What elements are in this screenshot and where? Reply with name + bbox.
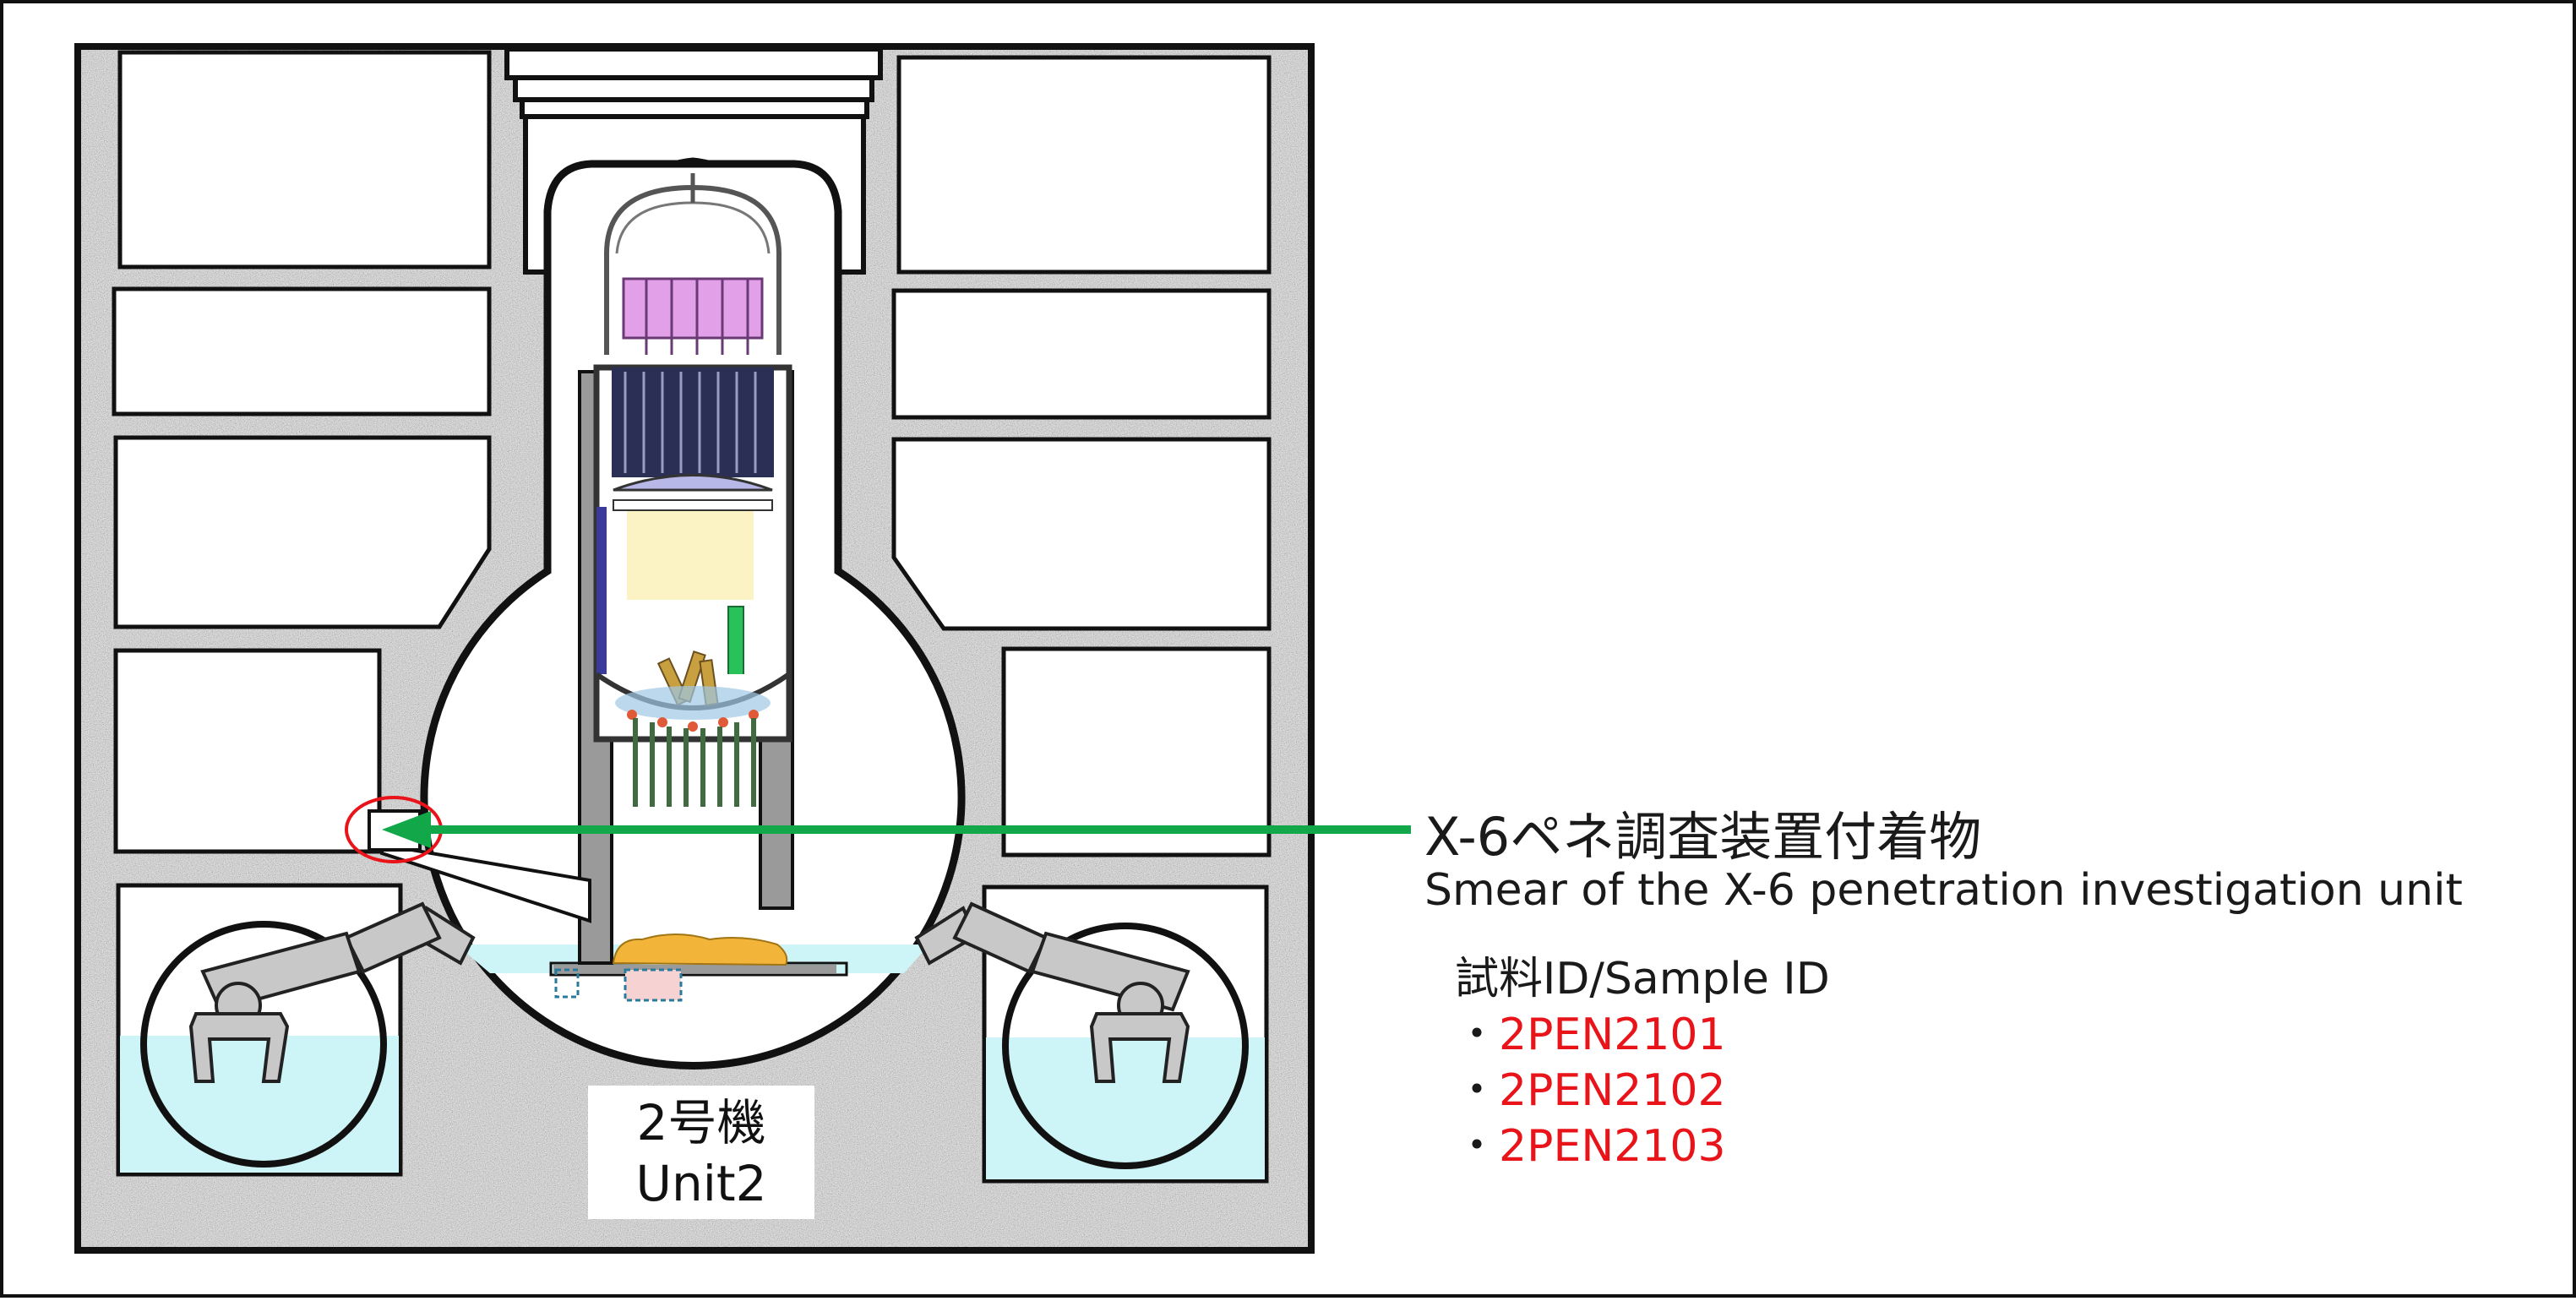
arrow-icon xyxy=(382,811,1411,848)
sample-id-heading: 試料ID/Sample ID xyxy=(1455,954,1830,1004)
rooms-left xyxy=(112,50,492,854)
sample-id-value: 2PEN2103 xyxy=(1499,1121,1726,1172)
robotic-arm-left xyxy=(188,901,476,1083)
rooms-right xyxy=(891,55,1272,857)
sample-id-item: ・2PEN2103 xyxy=(1455,1110,1726,1173)
unit-label-jp: 2号機 xyxy=(636,1094,766,1151)
annotation-title-en: Smear of the X-6 penetration investigati… xyxy=(1424,865,2463,916)
reactor-pressure-vessel xyxy=(593,173,792,807)
fuel-debris xyxy=(554,934,788,1002)
sample-id-item: ・2PEN2101 xyxy=(1455,999,1726,1062)
unit-label-en: Unit2 xyxy=(635,1155,767,1212)
bullet: ・ xyxy=(1455,1010,1500,1060)
sample-id-value: 2PEN2101 xyxy=(1499,1010,1726,1060)
annotation-title-jp: X-6ペネ調査装置付着物 xyxy=(1424,806,1982,868)
sample-id-item: ・2PEN2102 xyxy=(1455,1054,1726,1118)
bullet: ・ xyxy=(1455,1065,1500,1116)
sample-id-value: 2PEN2102 xyxy=(1499,1065,1726,1116)
robotic-arm-right xyxy=(914,901,1190,1083)
torus-right xyxy=(982,885,1269,1184)
bullet: ・ xyxy=(1455,1121,1500,1172)
unit-label: 2号機 Unit2 xyxy=(588,1086,814,1219)
